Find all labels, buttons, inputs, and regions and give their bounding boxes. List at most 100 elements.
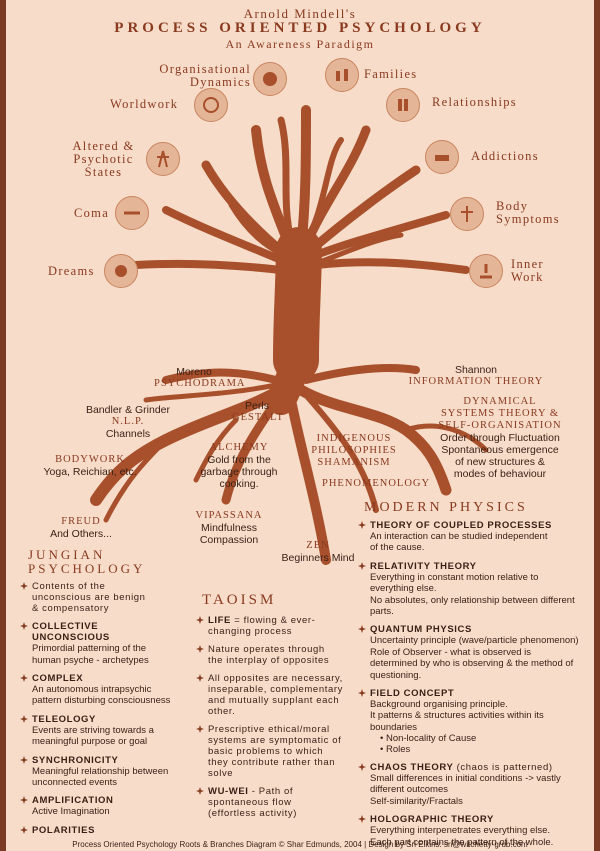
root-phenomenology: PHENOMENOLOGY xyxy=(322,478,430,490)
root-freud-desc: And Others... xyxy=(50,528,112,541)
root-bandler-name: Bandler & Grinder xyxy=(85,404,171,416)
root-indigenous: INDIGENOUS PHILOSOPHIES SHAMANISM xyxy=(304,433,404,469)
root-information-theory-label: INFORMATION THEORY xyxy=(408,376,544,388)
inner-work-icon xyxy=(469,254,503,288)
list-item: LIFE = flowing & ever- changing process xyxy=(196,615,356,637)
addictions-icon xyxy=(425,140,459,174)
list-item: Nature operates through the interplay of… xyxy=(196,644,356,666)
flourish-icon xyxy=(358,763,366,772)
process-tree xyxy=(90,105,489,565)
body-symptoms-icon xyxy=(450,197,484,231)
list-item-title: FIELD CONCEPT xyxy=(370,687,455,699)
root-phenomenology-label: PHENOMENOLOGY xyxy=(322,478,431,489)
list-item-text: All opposites are necessary, inseparable… xyxy=(208,673,343,717)
list-item-heading: COLLECTIVE UNCONSCIOUS xyxy=(20,621,195,643)
flourish-icon xyxy=(196,645,204,653)
jungian-items: Contents of the unconscious are benign &… xyxy=(20,581,195,836)
taoism-title: TAOISM xyxy=(202,592,277,608)
list-item: WU-WEI - Path of spontaneous flow (effor… xyxy=(196,786,356,819)
root-zen: ZEN Beginners Mind xyxy=(278,540,358,564)
list-bullet: • Non-locality of Cause xyxy=(380,733,477,745)
list-item-text: CHAOS THEORY (chaos is patterned) xyxy=(370,762,553,773)
root-freud-label: FREUD xyxy=(61,516,101,527)
list-item-title-note: (chaos is patterned) xyxy=(453,762,553,774)
list-item-heading: THEORY OF COUPLED PROCESSES xyxy=(358,520,588,531)
root-bodywork: BODYWORK Yoga, Reichian, etc. xyxy=(40,454,140,478)
list-item-heading: POLARITIES xyxy=(20,825,195,836)
list-item-heading: SYNCHRONICITY xyxy=(20,755,195,766)
list-item-text: POLARITIES xyxy=(32,825,95,836)
list-item-heading: HOLOGRAPHIC THEORY xyxy=(358,814,588,825)
list-item-text: HOLOGRAPHIC THEORY xyxy=(370,814,494,825)
list-item-body: All opposites are necessary, inseparable… xyxy=(208,673,343,717)
root-moreno-name: Moreno xyxy=(176,366,212,378)
list-item-text: THEORY OF COUPLED PROCESSES xyxy=(370,520,552,531)
list-item-body: An autonomous intrapsychic pattern distu… xyxy=(32,684,171,707)
dreams-icon xyxy=(104,254,138,288)
branch-inner-work: Inner Work xyxy=(511,257,544,285)
list-item-body: Active Imagination xyxy=(32,806,110,818)
root-alchemy-label: ALCHEMY xyxy=(209,442,269,453)
list-item-heading: QUANTUM PHYSICS xyxy=(358,624,588,635)
root-gestalt: Perls GESTALT xyxy=(232,400,283,424)
list-item-text: RELATIVITY THEORY xyxy=(370,561,477,572)
families-icon xyxy=(325,58,359,92)
root-alchemy-desc: Gold from the garbage through cooking. xyxy=(200,454,278,491)
list-item-heading: Prescriptive ethical/moral systems are s… xyxy=(196,724,356,779)
list-item-title: THEORY OF COUPLED PROCESSES xyxy=(370,520,552,531)
list-item-body: Prescriptive ethical/moral systems are s… xyxy=(208,724,342,779)
list-item-body: Meaningful relationship between unconnec… xyxy=(32,765,169,789)
list-item-title: TELEOLOGY xyxy=(32,713,96,725)
branch-addictions: Addictions xyxy=(471,149,539,163)
list-item-text: LIFE = flowing & ever- changing process xyxy=(208,615,315,637)
flourish-icon xyxy=(196,725,204,733)
list-item-text: WU-WEI - Path of spontaneous flow (effor… xyxy=(208,786,297,819)
root-zen-desc: Beginners Mind xyxy=(281,552,355,565)
diagram-title: PROCESS ORIENTED PSYCHOLOGY xyxy=(114,20,486,36)
worldwork-icon xyxy=(194,88,228,122)
root-vipassana: VIPASSANA Mindfulness Compassion xyxy=(189,510,269,546)
list-item-title: RELATIVITY THEORY xyxy=(370,560,477,572)
diagram-subtitle: An Awareness Paradigm xyxy=(225,37,375,51)
root-dynamical-label: DYNAMICAL SYSTEMS THEORY & SELF-ORGANISA… xyxy=(438,396,562,432)
list-item-body: Uncertainty principle (wave/particle phe… xyxy=(370,635,579,681)
list-item-body: Primordial patterning of the human psych… xyxy=(32,643,149,666)
jungian-section: JUNGIAN PSYCHOLOGY Contents of the uncon… xyxy=(20,548,195,843)
jungian-title: JUNGIAN PSYCHOLOGY xyxy=(28,547,146,576)
list-item-body: Events are striving towards a meaningful… xyxy=(32,724,154,748)
branch-worldwork: Worldwork xyxy=(110,97,179,111)
branch-coma: Coma xyxy=(74,206,110,220)
list-item-text: SYNCHRONICITY xyxy=(32,755,118,766)
list-item-text: Nature operates through the interplay of… xyxy=(208,644,329,666)
root-dynamical-systems: DYNAMICAL SYSTEMS THEORY & SELF-ORGANISA… xyxy=(430,396,570,480)
list-item-title: POLARITIES xyxy=(32,824,96,836)
list-item: POLARITIES xyxy=(20,825,195,836)
flourish-icon xyxy=(196,787,204,795)
list-item-title: LIFE xyxy=(208,615,231,626)
root-nlp-label: N.L.P. xyxy=(111,416,145,428)
list-item-title: QUANTUM PHYSICS xyxy=(370,624,472,636)
list-bullet: • Roles xyxy=(380,744,411,756)
root-bodywork-desc: Yoga, Reichian, etc. xyxy=(43,466,137,479)
root-freud: FREUD And Others... xyxy=(46,516,116,540)
list-item-title: COMPLEX xyxy=(32,673,84,685)
list-item-heading: COMPLEX xyxy=(20,673,195,684)
list-item-title: HOLOGRAPHIC THEORY xyxy=(370,814,494,826)
list-item-text: TELEOLOGY xyxy=(32,714,96,725)
list-item-heading: Contents of the unconscious are benign &… xyxy=(20,581,195,614)
root-shannon-name: Shannon xyxy=(454,364,498,376)
list-item-heading: TELEOLOGY xyxy=(20,714,195,725)
flourish-icon xyxy=(358,561,366,570)
list-item-body: = flowing & ever- changing process xyxy=(208,615,316,637)
list-item-title: COLLECTIVE UNCONSCIOUS xyxy=(32,621,110,644)
root-psychodrama-label: PSYCHODRAMA xyxy=(154,378,246,390)
list-item-heading: All opposites are necessary, inseparable… xyxy=(196,673,356,717)
list-item-text: FIELD CONCEPT xyxy=(370,688,454,699)
